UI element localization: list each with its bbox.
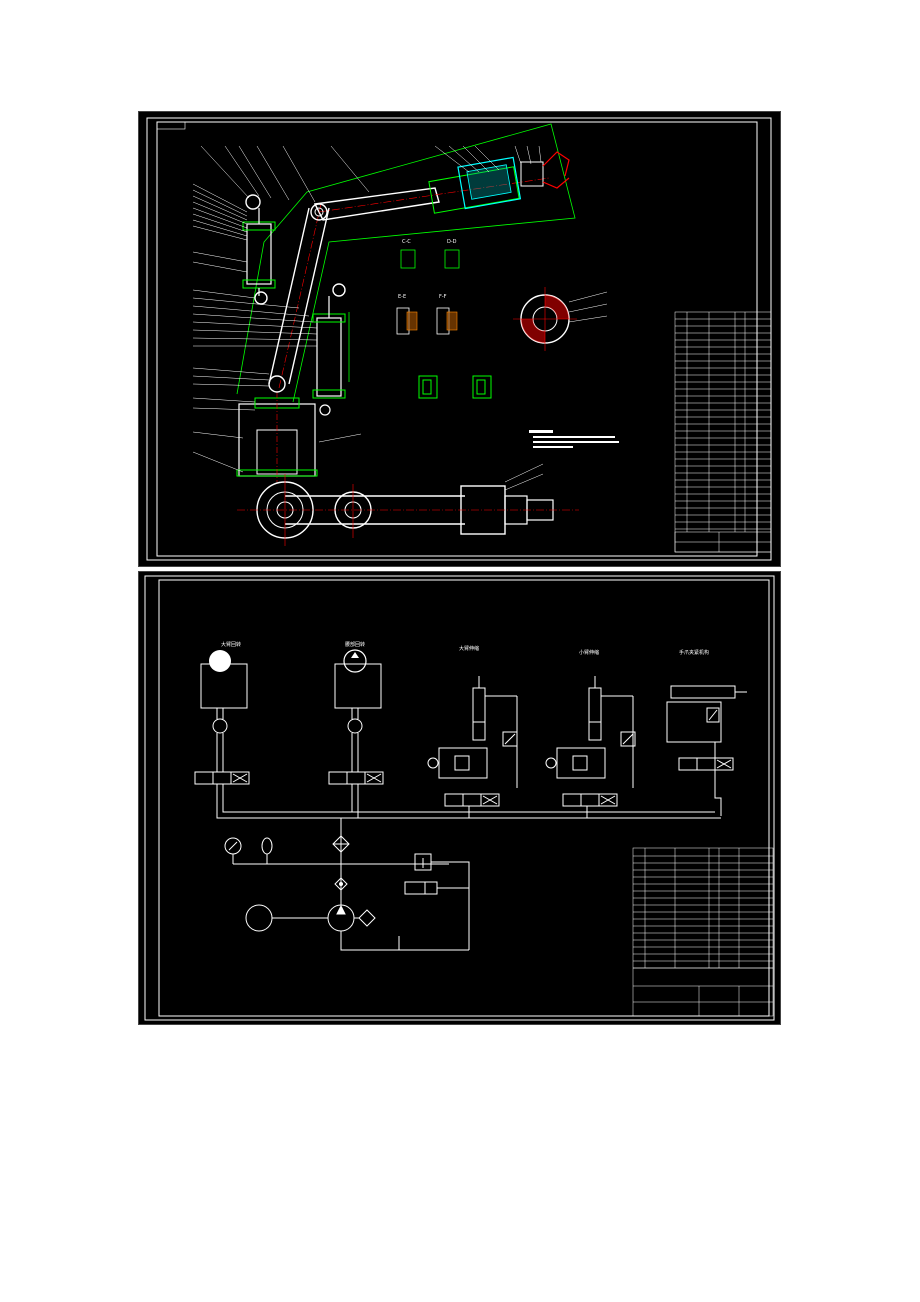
- arm-extension-cylinder: [427, 676, 518, 807]
- outer-border: [144, 575, 775, 1021]
- motor-symbol-2-icon: [334, 649, 382, 772]
- hydraulic-cylinder-1: [246, 223, 272, 285]
- main-pressure-line: [216, 784, 721, 912]
- forearm-extension-cylinder: [545, 676, 636, 807]
- gripper-cylinder: [666, 685, 747, 816]
- shoulder-joint: [310, 203, 328, 221]
- circuit-label-forearm-extension: 小臂伸缩: [579, 649, 599, 656]
- circuit-label-gripper: 手爪夹紧机构: [679, 649, 709, 656]
- section-views: C-C D-D E-E F-F: [396, 239, 492, 399]
- relief-valve: [404, 853, 470, 950]
- circuit-label-arm-rotation: 大臂回转: [221, 641, 241, 648]
- assembly-drawing: C-C D-D E-E F-F: [146, 117, 772, 561]
- leader-lines-left: [192, 183, 318, 473]
- circuit-label-arm-extension: 大臂伸缩: [459, 645, 479, 652]
- section-label-e: E-E: [398, 294, 406, 300]
- hydraulic-cylinder-2: [316, 317, 342, 397]
- wrist-section: [457, 156, 522, 210]
- technical-notes: [529, 430, 619, 448]
- inner-border: [158, 579, 770, 1017]
- schematic-parts-list: [632, 847, 774, 1017]
- waist-joint: [268, 375, 286, 393]
- parts-list-table: [674, 311, 772, 553]
- circuit-label-waist-rotation: 腰部回转: [345, 641, 365, 648]
- section-label-f: F-F: [439, 294, 447, 300]
- gripper-jaw: [542, 151, 570, 177]
- filter-icon: [332, 835, 350, 891]
- hydraulic-schematic-sheet: 大臂回转 腰部回转 大臂伸缩 小臂伸缩 手爪夹紧机构: [138, 571, 781, 1025]
- section-label-c: C-C: [402, 239, 411, 245]
- plan-view: [237, 463, 579, 546]
- waist-ring-section: [513, 287, 608, 351]
- section-label-d: D-D: [447, 239, 457, 245]
- directional-valve-icon: [194, 771, 384, 785]
- upper-arm: [313, 187, 440, 221]
- assembly-drawing-sheet: C-C D-D E-E F-F: [138, 111, 781, 567]
- pressure-gauge-icon: [224, 837, 449, 865]
- arm-envelope: [236, 123, 576, 403]
- hydraulic-schematic: 大臂回转 腰部回转 大臂伸缩 小臂伸缩 手爪夹紧机构: [144, 575, 775, 1021]
- leader-lines-top: [200, 145, 542, 203]
- motor-symbol-icon: [200, 650, 248, 772]
- pump-symbol-icon: [245, 904, 469, 951]
